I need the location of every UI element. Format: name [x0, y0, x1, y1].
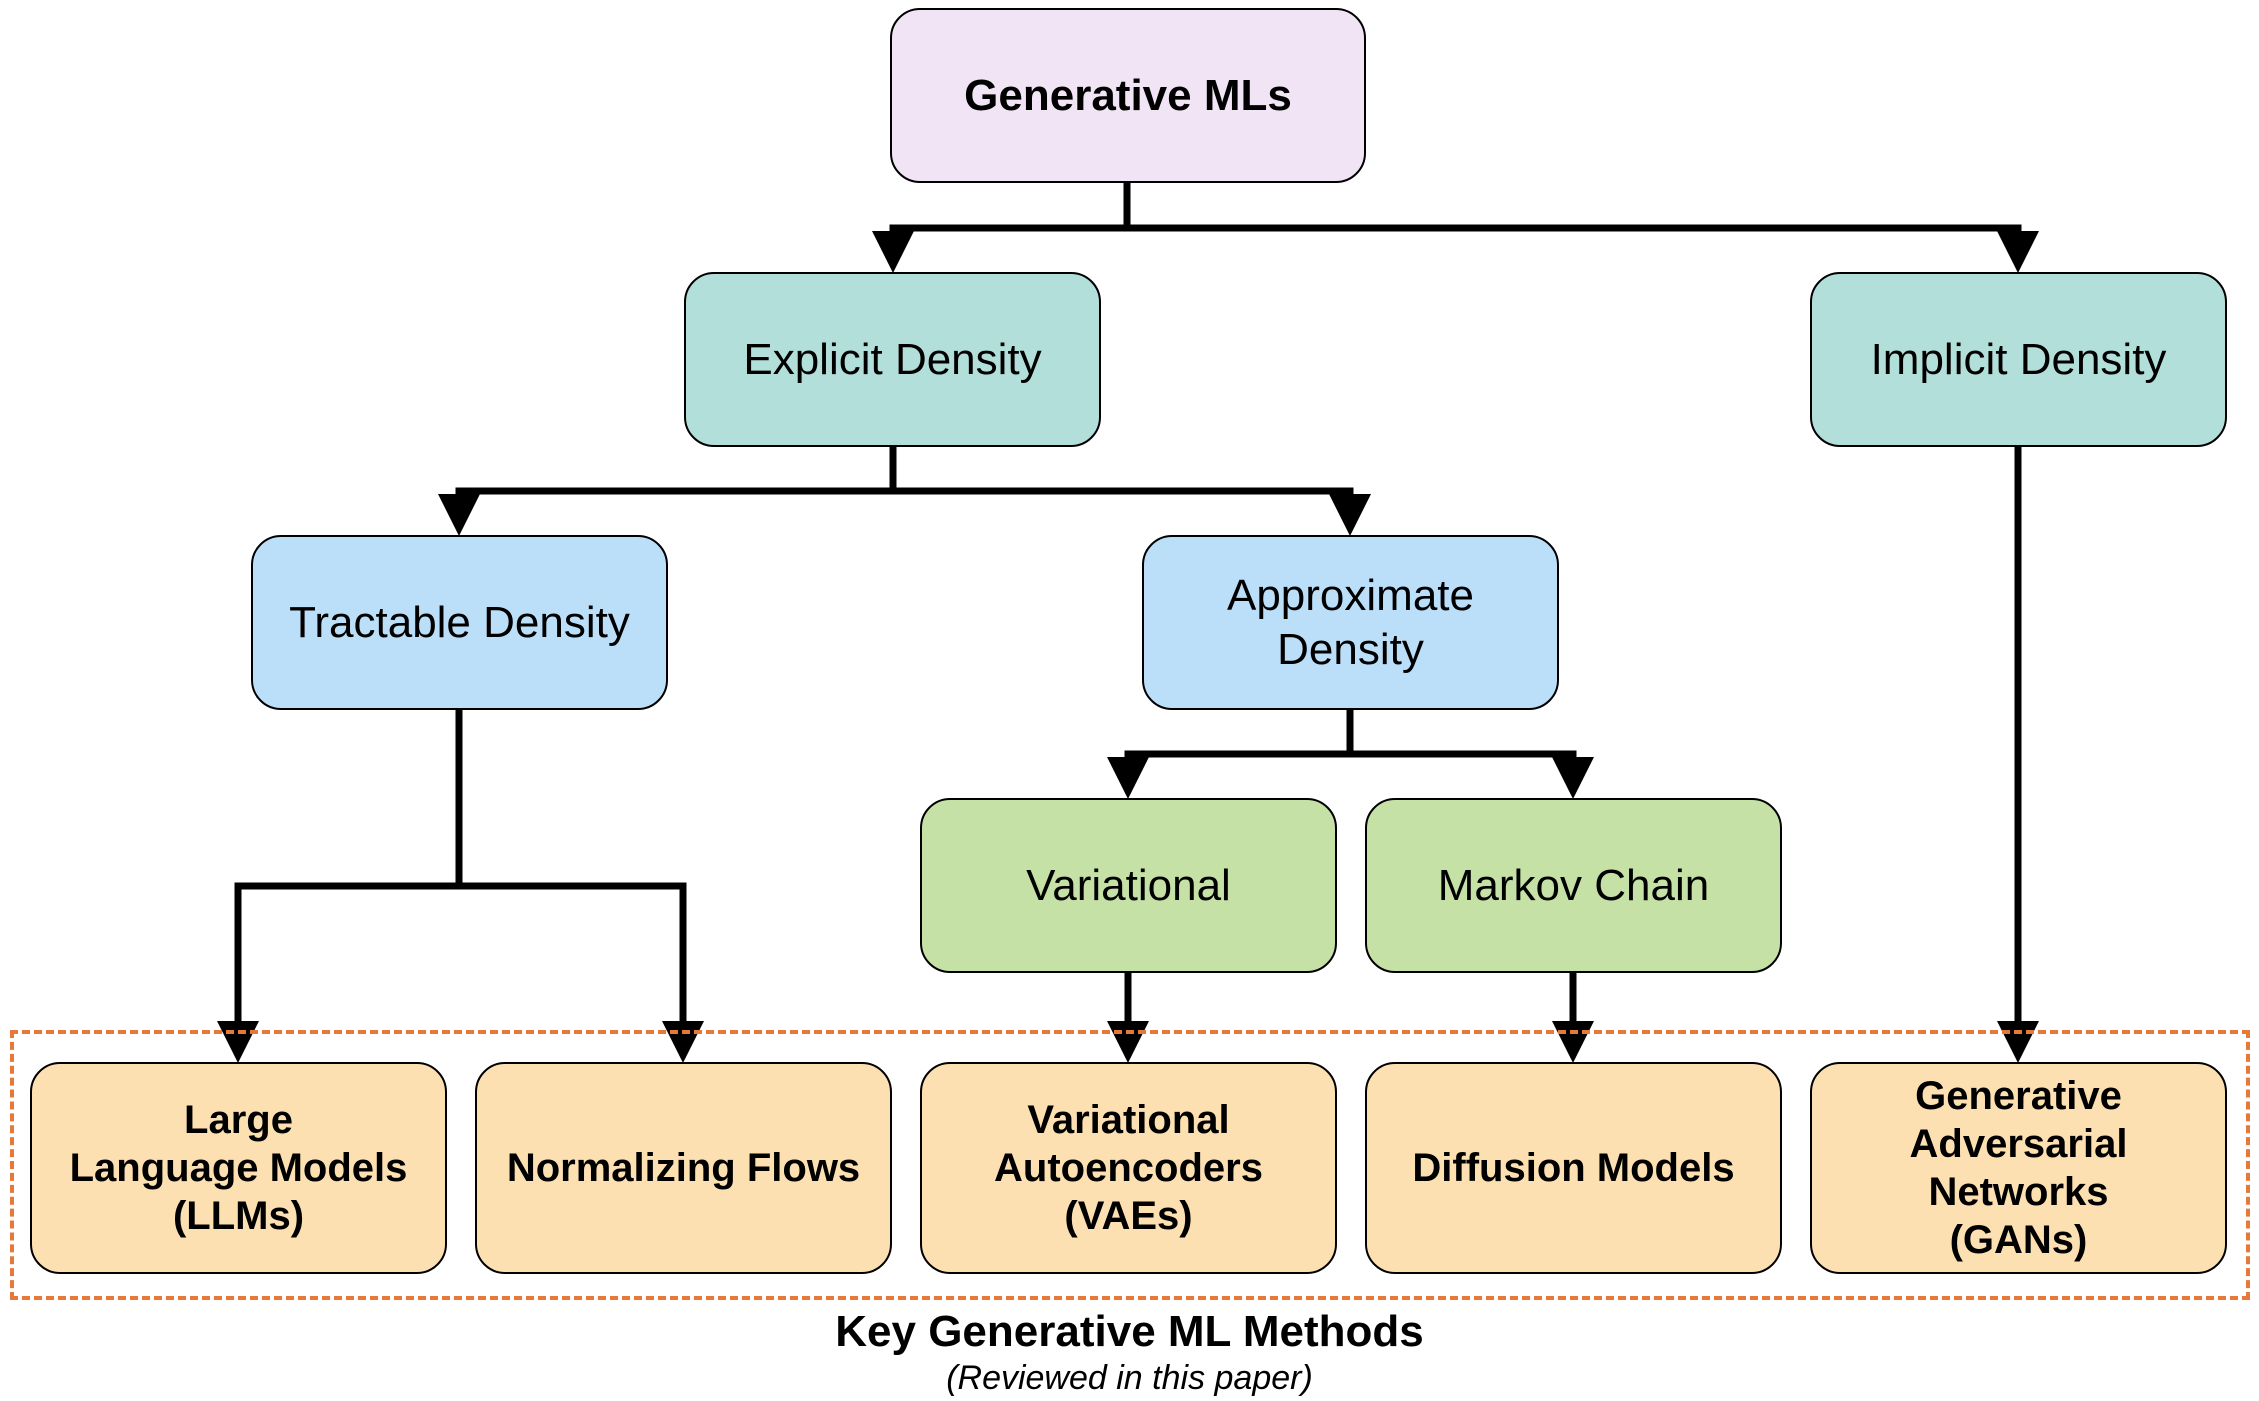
- caption-subtitle: (Reviewed in this paper): [946, 1359, 1313, 1397]
- node-explicit-density: Explicit Density: [684, 272, 1101, 447]
- caption-title: Key Generative ML Methods: [835, 1307, 1424, 1356]
- edge-explicit-to-approximate: [893, 487, 1371, 536]
- node-implicit-density: Implicit Density: [1810, 272, 2227, 447]
- edge-explicit-to-tractable: [438, 447, 897, 536]
- edge-tractable-to-flows: [459, 882, 704, 1063]
- edge-approximate-to-markov: [1350, 750, 1594, 799]
- node-generative-mls: Generative MLs: [890, 8, 1366, 183]
- key-methods-frame: [10, 1030, 2250, 1300]
- node-variational: Variational: [920, 798, 1337, 973]
- node-markov-chain: Markov Chain: [1365, 798, 1782, 973]
- node-diffusion-models: Diffusion Models: [1365, 1062, 1782, 1274]
- node-vaes: Variational Autoencoders (VAEs): [920, 1062, 1337, 1274]
- node-llms: Large Language Models (LLMs): [30, 1062, 447, 1274]
- node-tractable-density: Tractable Density: [251, 535, 668, 710]
- edge-approximate-to-variational: [1107, 710, 1354, 799]
- node-approximate-density: Approximate Density: [1142, 535, 1559, 710]
- node-normalizing-flows: Normalizing Flows: [475, 1062, 892, 1274]
- edge-tractable-to-llm: [217, 710, 463, 1063]
- node-gans: Generative Adversarial Networks (GANs): [1810, 1062, 2227, 1274]
- edge-root-to-explicit-and-implicit: [889, 183, 2018, 266]
